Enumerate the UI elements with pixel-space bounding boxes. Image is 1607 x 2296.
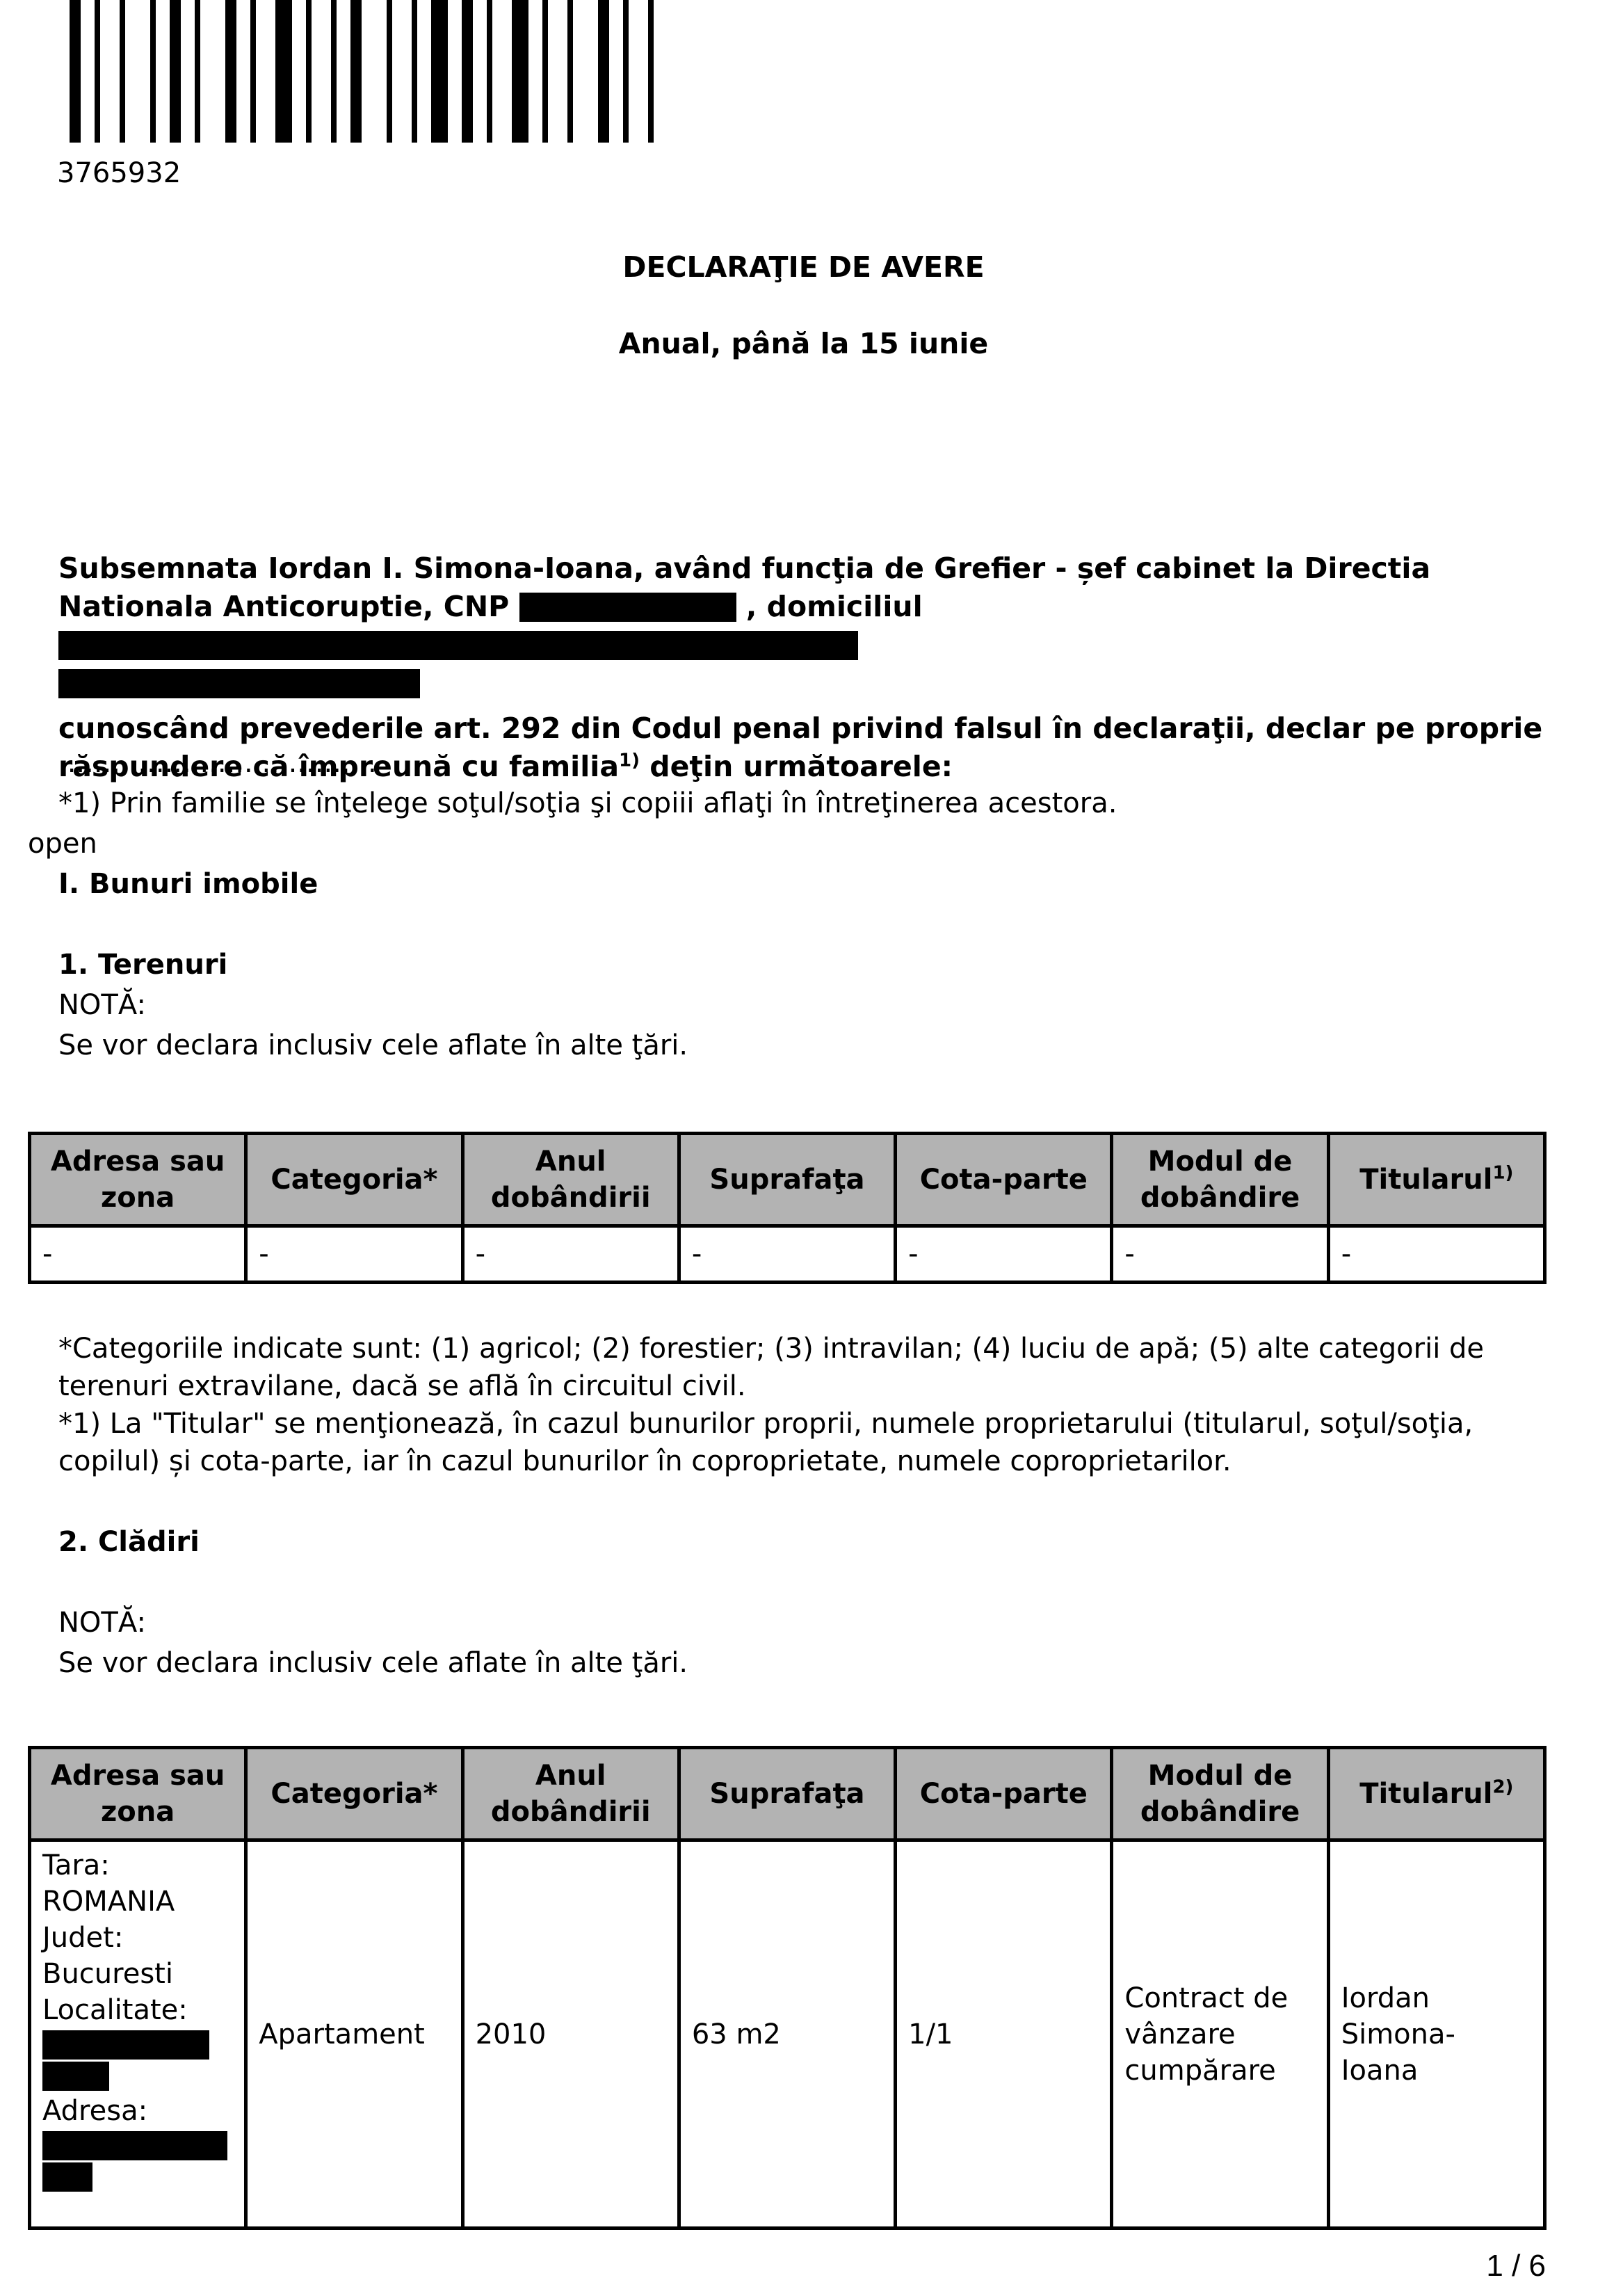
address-cell: Tara: ROMANIA Judet: Bucuresti Localitat… [27,1838,248,2230]
nota-label: NOTĂ: [58,1607,146,1639]
redacted-cnp [519,593,736,622]
barcode-bar [150,0,156,143]
subsection-terenuri: 1. Terenuri [58,949,228,981]
localitate-label: Localitate: [42,1994,188,2026]
col-titular: Titularul2) [1326,1746,1547,1842]
table-row: Tara: ROMANIA Judet: Bucuresti Localitat… [27,1838,1547,2230]
table-cell: - [677,1224,898,1284]
table-cell: - [244,1224,465,1284]
table-cell: - [27,1224,248,1284]
intro-line1: Subsemnata Iordan I. Simona-Ioana, având… [58,552,1431,623]
family-footnote-mark: 1) [619,750,640,771]
barcode-bar [275,0,292,143]
barcode-bar [250,0,256,143]
barcode-bar [95,0,100,143]
barcode-bar [412,0,417,143]
declaration-text: cunoscând prevederile art. 292 din Codul… [58,712,1543,783]
table-header-row: Adresa sau zona Categoria* Anul dobândir… [27,1746,1547,1842]
modul-cell: Contract de vânzare cumpărare [1110,1838,1330,2230]
barcode-bar [512,0,528,143]
table-cell: - [1110,1224,1330,1284]
categoria-cell: Apartament [244,1838,465,2230]
dots-line: .................................... [58,747,377,779]
barcode-bar [648,0,654,143]
page-number: 1 / 6 [1486,2249,1546,2283]
col-adresa: Adresa sau zona [27,1132,248,1228]
nota-text: Se vor declara inclusiv cele aflate în a… [58,1647,688,1679]
suprafata-cell: 63 m2 [677,1838,898,2230]
titular-note: *1) La "Titular" se menţionează, în cazu… [58,1408,1473,1477]
tara-value: ROMANIA [42,1886,175,1918]
section-heading-immobile: I. Bunuri imobile [58,868,318,900]
col-cota: Cota-parte [894,1132,1114,1228]
barcode-bar [542,0,548,143]
domicile-label: , domiciliul [745,590,923,623]
table-cell: - [894,1224,1114,1284]
titular-cell: Iordan Simona-Ioana [1326,1838,1547,2230]
col-cota: Cota-parte [894,1746,1114,1842]
intro-block: Subsemnata Iordan I. Simona-Ioana, având… [28,549,1544,786]
barcode-bar [487,0,492,143]
table-cell: - [1326,1224,1547,1284]
col-titular: Titularul1) [1326,1132,1547,1228]
adresa-label: Adresa: [42,2095,148,2127]
declaration-text-end: deţin următoarele: [640,750,953,783]
subsection-cladiri: 2. Clădiri [58,1526,200,1558]
barcode-bar [431,0,448,143]
judet-value: Bucuresti [42,1958,173,1990]
document-title: DECLARAŢIE DE AVERE [622,250,985,284]
open-label: open [28,828,97,860]
family-footnote: *1) Prin familie se înţelege soţul/soţia… [58,787,1117,819]
terenuri-table: Adresa sau zona Categoria* Anul dobândir… [27,1132,1547,1284]
barcode-bar [387,0,392,143]
barcode-number: 3765932 [57,157,181,189]
nota-text: Se vor declara inclusiv cele aflate în a… [58,1029,688,1061]
redacted-address [58,631,858,660]
col-categoria: Categoria* [244,1746,465,1842]
table-row: - - - - - - - [27,1224,1547,1284]
anul-cell: 2010 [460,1838,681,2230]
judet-label: Judet: [42,1922,124,1954]
col-suprafata: Suprafaţa [677,1132,898,1228]
tara-label: Tara: [42,1849,110,1881]
col-modul: Modul de dobândire [1110,1132,1330,1228]
terenuri-section: 1. Terenuri NOTĂ: Se vor declara inclusi… [28,945,1558,1066]
document-subtitle: Anual, până la 15 iunie [618,327,989,360]
barcode-bar [623,0,629,143]
barcode-bar [120,0,125,143]
barcode-bar [225,0,236,143]
intro-statement: Subsemnata Iordan I. Simona-Ioana, având… [28,549,1544,703]
categories-note: *Categoriile indicate sunt: (1) agricol;… [58,1333,1485,1402]
redacted-adresa [42,2131,227,2160]
barcode-bar [70,0,81,143]
barcode-bar [462,0,473,143]
barcode-bar [170,0,181,143]
terenuri-notes: *Categoriile indicate sunt: (1) agricol;… [28,1330,1558,1480]
cladiri-table: Adresa sau zona Categoria* Anul dobândir… [27,1746,1547,2230]
barcode-bar [598,0,609,143]
col-modul: Modul de dobândire [1110,1746,1330,1842]
col-anul: Anul dobândirii [460,1746,681,1842]
redacted-localitate-cont [42,2062,109,2091]
intro-notes: .................................... *1)… [28,743,1558,904]
barcode-bar [331,0,337,143]
redacted-localitate [42,2030,209,2060]
table-cell: - [460,1224,681,1284]
barcode-bar [567,0,573,143]
table-header-row: Adresa sau zona Categoria* Anul dobândir… [27,1132,1547,1228]
barcode-bar [350,0,362,143]
barcode-bar [195,0,200,143]
nota-label: NOTĂ: [58,989,146,1021]
cota-cell: 1/1 [894,1838,1114,2230]
redacted-adresa-cont [42,2162,92,2192]
cladiri-section: 2. Clădiri NOTĂ: Se vor declara inclusiv… [28,1522,1558,1683]
col-suprafata: Suprafaţa [677,1746,898,1842]
barcode-bar [306,0,312,143]
intro-declaration: cunoscând prevederile art. 292 din Codul… [28,709,1544,786]
barcode [70,0,654,143]
col-categoria: Categoria* [244,1132,465,1228]
col-anul: Anul dobândirii [460,1132,681,1228]
col-adresa: Adresa sau zona [27,1746,248,1842]
redacted-address-cont [58,669,420,698]
